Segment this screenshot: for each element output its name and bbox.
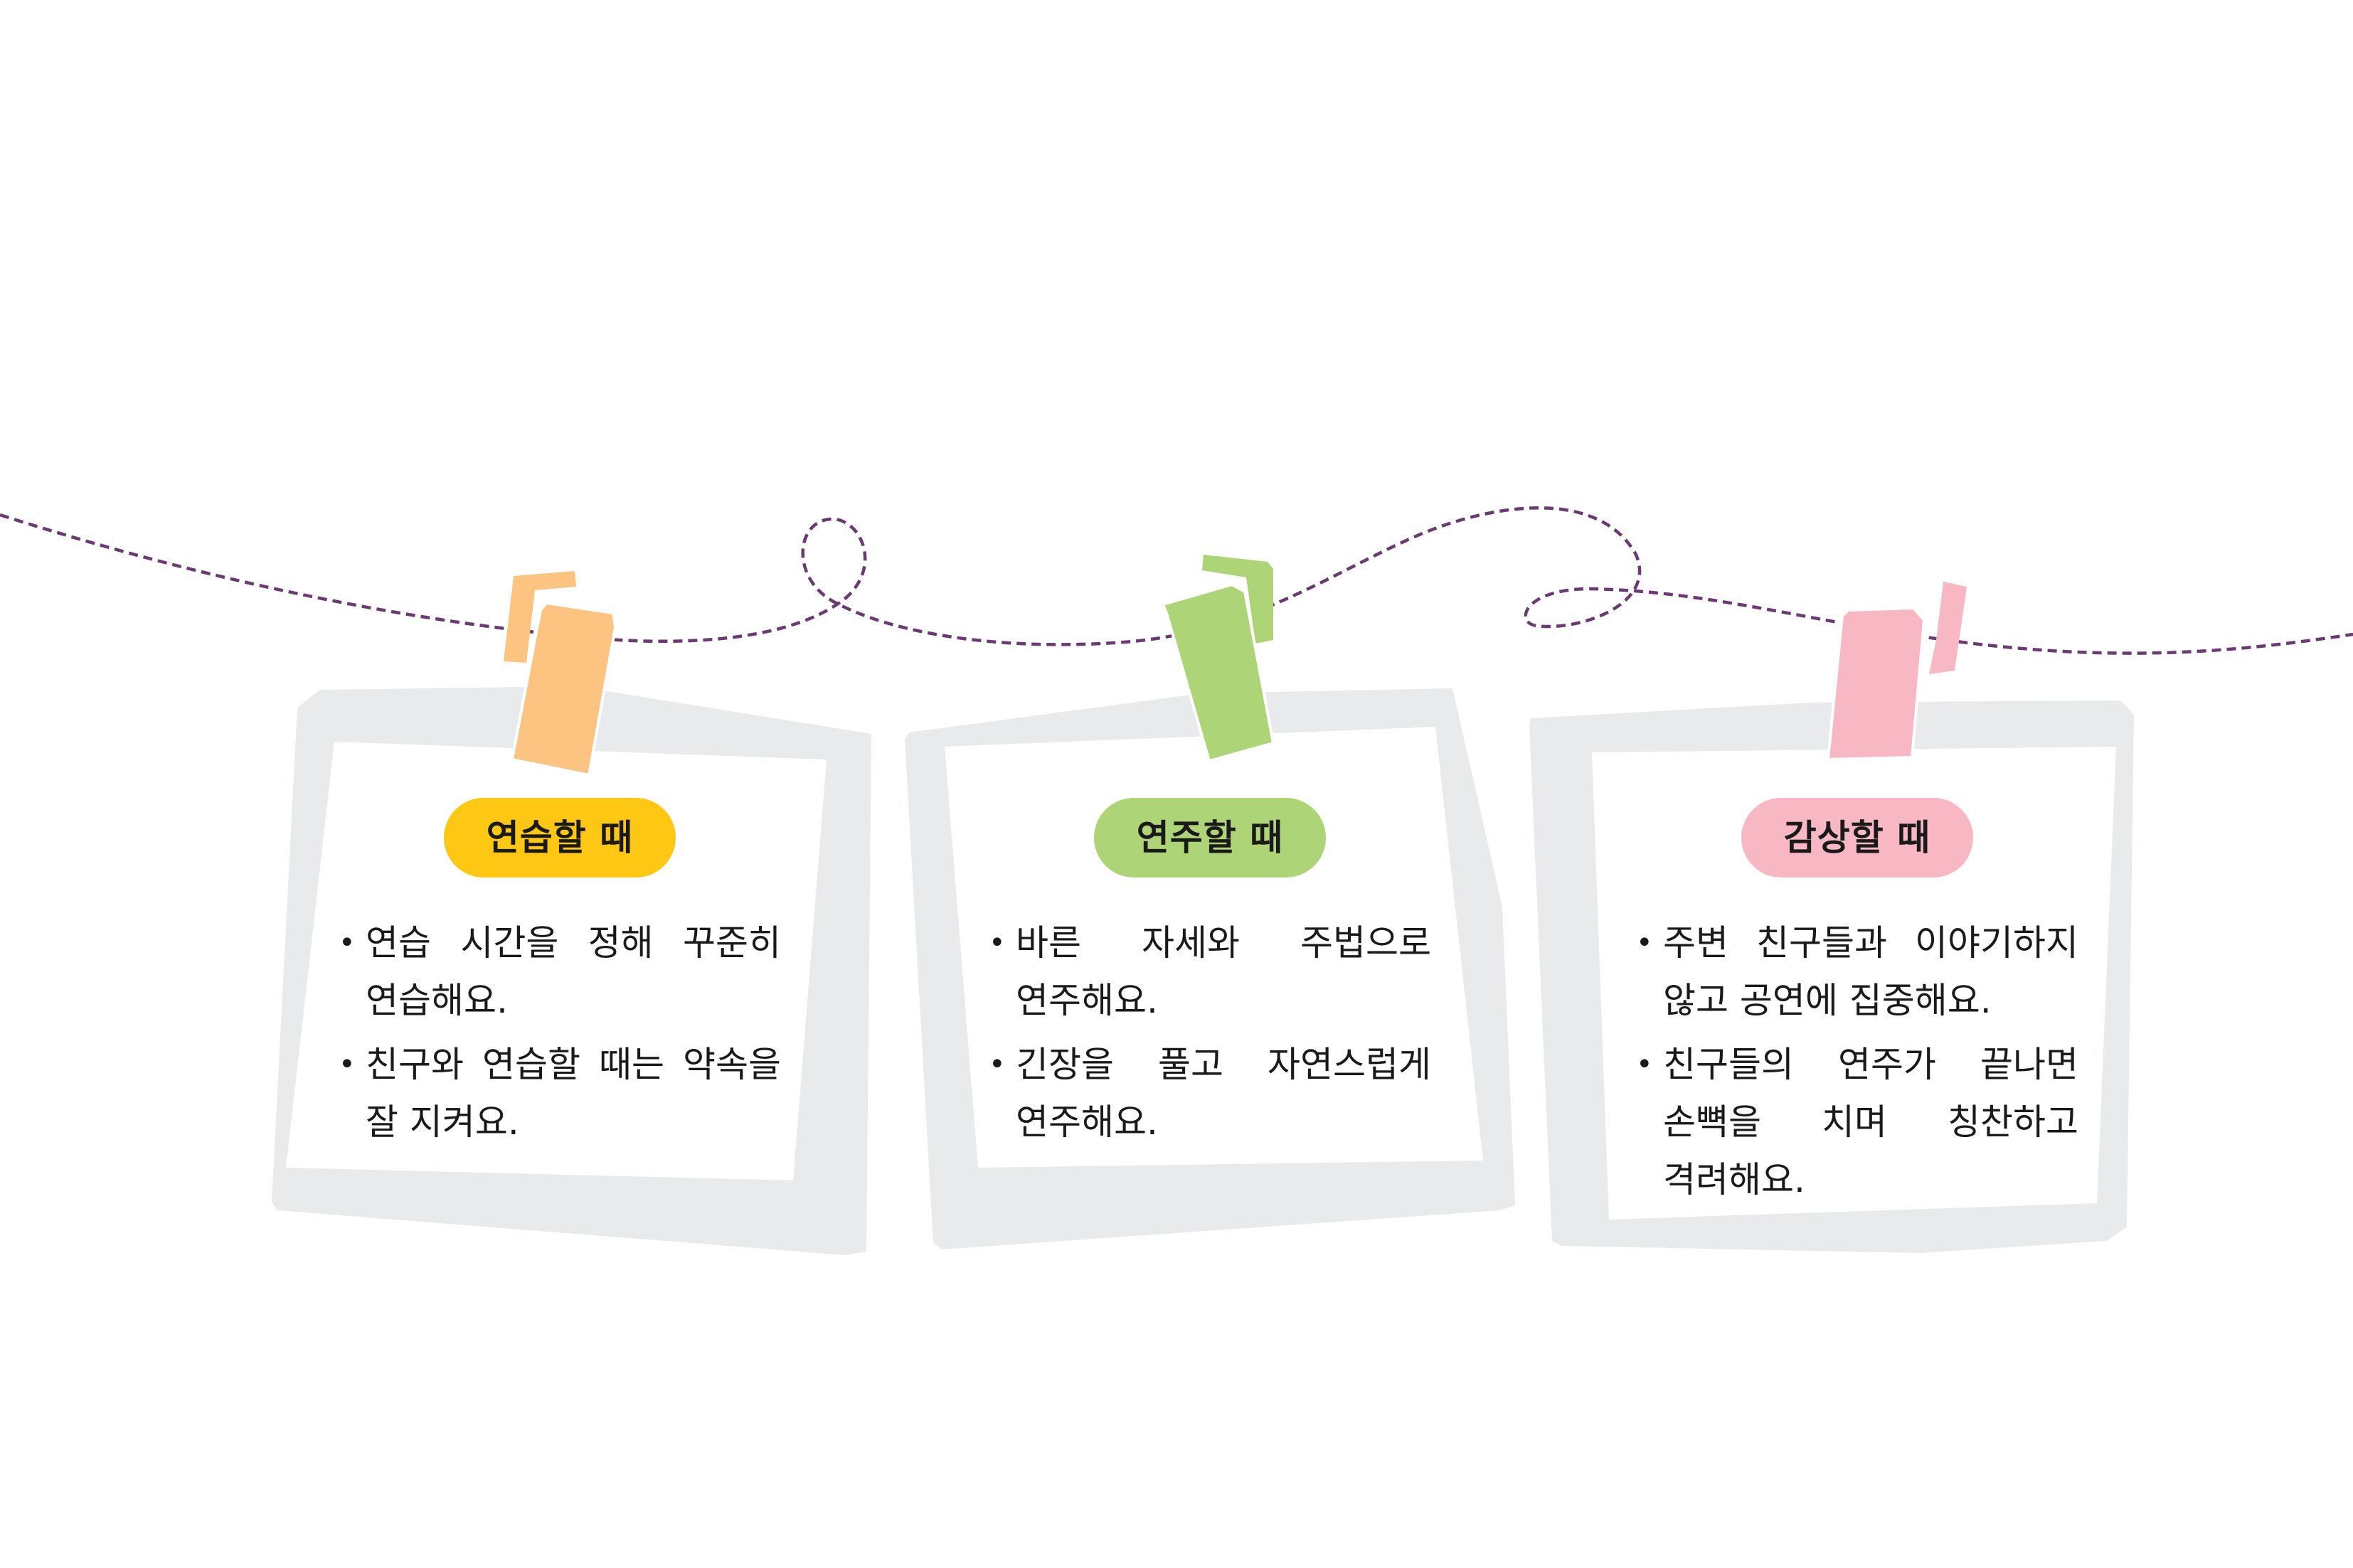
card-appreciation-title: 감상할 때 (1741, 798, 1973, 878)
card-practice-title: 연습할 때 (444, 798, 676, 878)
clothespin-3-icon (1826, 582, 1967, 762)
card-performance-list: 바른 자세와 주법으로 연주해요. 긴장을 풀고 자연스럽게 연주해요. (989, 914, 1431, 1151)
list-item: 친구와 연습할 때는 약속을 잘 지켜요. (339, 1036, 781, 1151)
clothespin-1-icon (504, 571, 617, 777)
card-appreciation: 감상할 때 주변 친구들과 이야기하지 않고 공연에 집중해요. 친구들의 연주… (1636, 798, 2078, 1215)
list-item: 긴장을 풀고 자연스럽게 연주해요. (989, 1036, 1431, 1151)
clothespin-2-icon (1161, 555, 1275, 763)
card-practice: 연습할 때 연습 시간을 정해 꾸준히 연습해요. 친구와 연습할 때는 약속을… (339, 798, 781, 1158)
card-performance-title: 연주할 때 (1094, 798, 1326, 878)
card-practice-list: 연습 시간을 정해 꾸준히 연습해요. 친구와 연습할 때는 약속을 잘 지켜요… (339, 914, 781, 1151)
card-appreciation-list: 주변 친구들과 이야기하지 않고 공연에 집중해요. 친구들의 연주가 끝나면 … (1636, 914, 2078, 1209)
card-performance: 연주할 때 바른 자세와 주법으로 연주해요. 긴장을 풀고 자연스럽게 연주해… (989, 798, 1431, 1158)
list-item: 바른 자세와 주법으로 연주해요. (989, 914, 1431, 1030)
list-item: 연습 시간을 정해 꾸준히 연습해요. (339, 914, 781, 1030)
list-item: 친구들의 연주가 끝나면 손뼉을 치며 칭찬하고 격려해요. (1636, 1036, 2078, 1209)
list-item: 주변 친구들과 이야기하지 않고 공연에 집중해요. (1636, 914, 2078, 1030)
